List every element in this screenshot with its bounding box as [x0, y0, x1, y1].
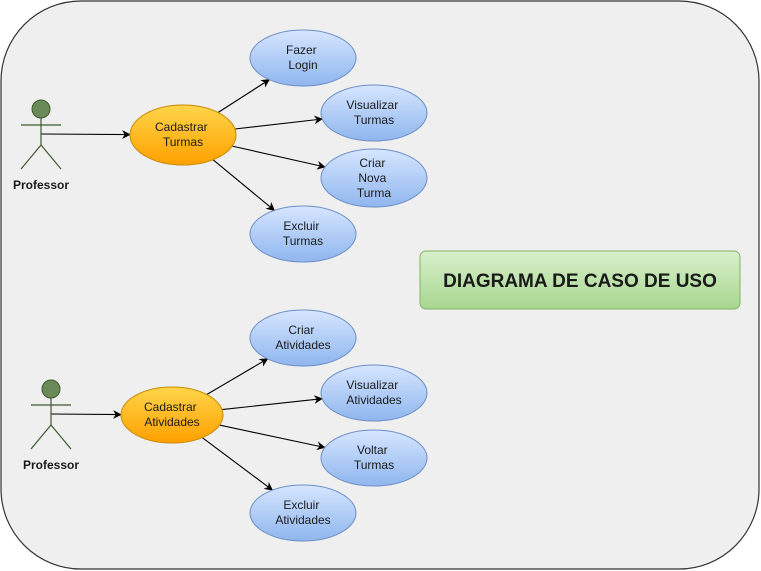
use-case-excluir-atividades: Excluir Atividades [249, 484, 357, 542]
use-case-cadastrar-turmas: Cadastrar Turmas [129, 104, 237, 166]
use-case-voltar-turmas: Voltar Turmas [320, 429, 428, 487]
svg-text:Visualizar Atividades: Visualizar Atividades [346, 378, 401, 407]
use-case-excluir-turmas: Excluir Turmas [249, 205, 357, 263]
actor-head [31, 99, 51, 119]
connector-arrow [219, 424, 326, 451]
connector-arrow [212, 159, 276, 211]
actor-label: Professor [23, 458, 79, 472]
use-case-label: Nova [358, 171, 386, 185]
use-case-label: Turmas [354, 113, 394, 127]
use-case-fazer-login: Fazer Login [249, 29, 357, 87]
connector-arrow [234, 115, 324, 130]
connector-arrow [50, 410, 122, 419]
svg-text:Excluir Turmas: Excluir Turmas [283, 219, 323, 248]
actor-limb [30, 424, 52, 450]
connector-arrow [201, 437, 274, 491]
svg-text:Cadastrar Atividades: Cadastrar Atividades [144, 400, 200, 429]
svg-text:Cadastrar Turmas: Cadastrar Turmas [155, 120, 211, 149]
use-case-label: Cadastrar [144, 400, 197, 414]
use-case-label: Atividades [275, 513, 330, 527]
use-case-cadastrar-atividades: Cadastrar Atividades [120, 386, 224, 444]
use-case-label: Excluir [283, 498, 319, 512]
actor-limb [40, 144, 62, 170]
svg-text:Visualizar Turmas: Visualizar Turmas [346, 98, 401, 127]
diagram-title: DIAGRAMA DE CASO DE USO [443, 271, 717, 292]
use-case-label: Visualizar [346, 378, 398, 392]
use-case-label: Turmas [163, 135, 203, 149]
use-case-label: Criar [288, 323, 314, 337]
svg-text:Voltar Turmas: Voltar Turmas [354, 443, 394, 472]
actor-icon [20, 99, 62, 170]
actor-icon [30, 379, 72, 450]
use-case-label: Excluir [283, 219, 319, 233]
use-case-criar-atividades: Criar Atividades [249, 309, 357, 367]
connector-arrow [206, 358, 269, 395]
actor-professor-1: Professor [13, 99, 69, 192]
connector-arrow [221, 395, 323, 411]
use-case-label: Atividades [275, 338, 330, 352]
actor-professor-2: Professor [23, 379, 79, 472]
use-case-label: Login [288, 58, 317, 72]
diagram-title-box: DIAGRAMA DE CASO DE USO [419, 250, 741, 310]
use-case-label: Voltar [357, 443, 388, 457]
use-case-label: Visualizar [346, 98, 398, 112]
connector-arrow [232, 145, 326, 170]
svg-text:Criar Nova Tur: Criar Nova Turma [357, 156, 392, 200]
actor-limb [50, 424, 72, 450]
svg-text:Excluir Atividades: Excluir Atividades [275, 498, 330, 527]
use-case-label: Turmas [283, 234, 323, 248]
use-case-label: Atividades [144, 415, 199, 429]
use-case-label: Turmas [354, 458, 394, 472]
connectors [40, 79, 326, 491]
use-case-label: Turma [357, 186, 392, 200]
use-case-label: Fazer [286, 43, 317, 57]
use-case-visualizar-atividades: Visualizar Atividades [320, 364, 428, 422]
use-case-label: Criar [359, 156, 385, 170]
use-case-label: Atividades [346, 393, 401, 407]
use-case-label: Cadastrar [155, 120, 208, 134]
actor-head [41, 379, 61, 399]
use-case-criar-nova-turma: Criar Nova Turma [320, 148, 428, 208]
connector-arrow [217, 79, 271, 113]
svg-text:Fazer Login: Fazer Login [286, 43, 320, 72]
svg-text:Criar Atividades: Criar Atividades [275, 323, 330, 352]
actor-limb [20, 144, 42, 170]
connector-arrow [40, 130, 131, 139]
use-case-visualizar-turmas: Visualizar Turmas [320, 84, 428, 142]
actor-label: Professor [13, 178, 69, 192]
